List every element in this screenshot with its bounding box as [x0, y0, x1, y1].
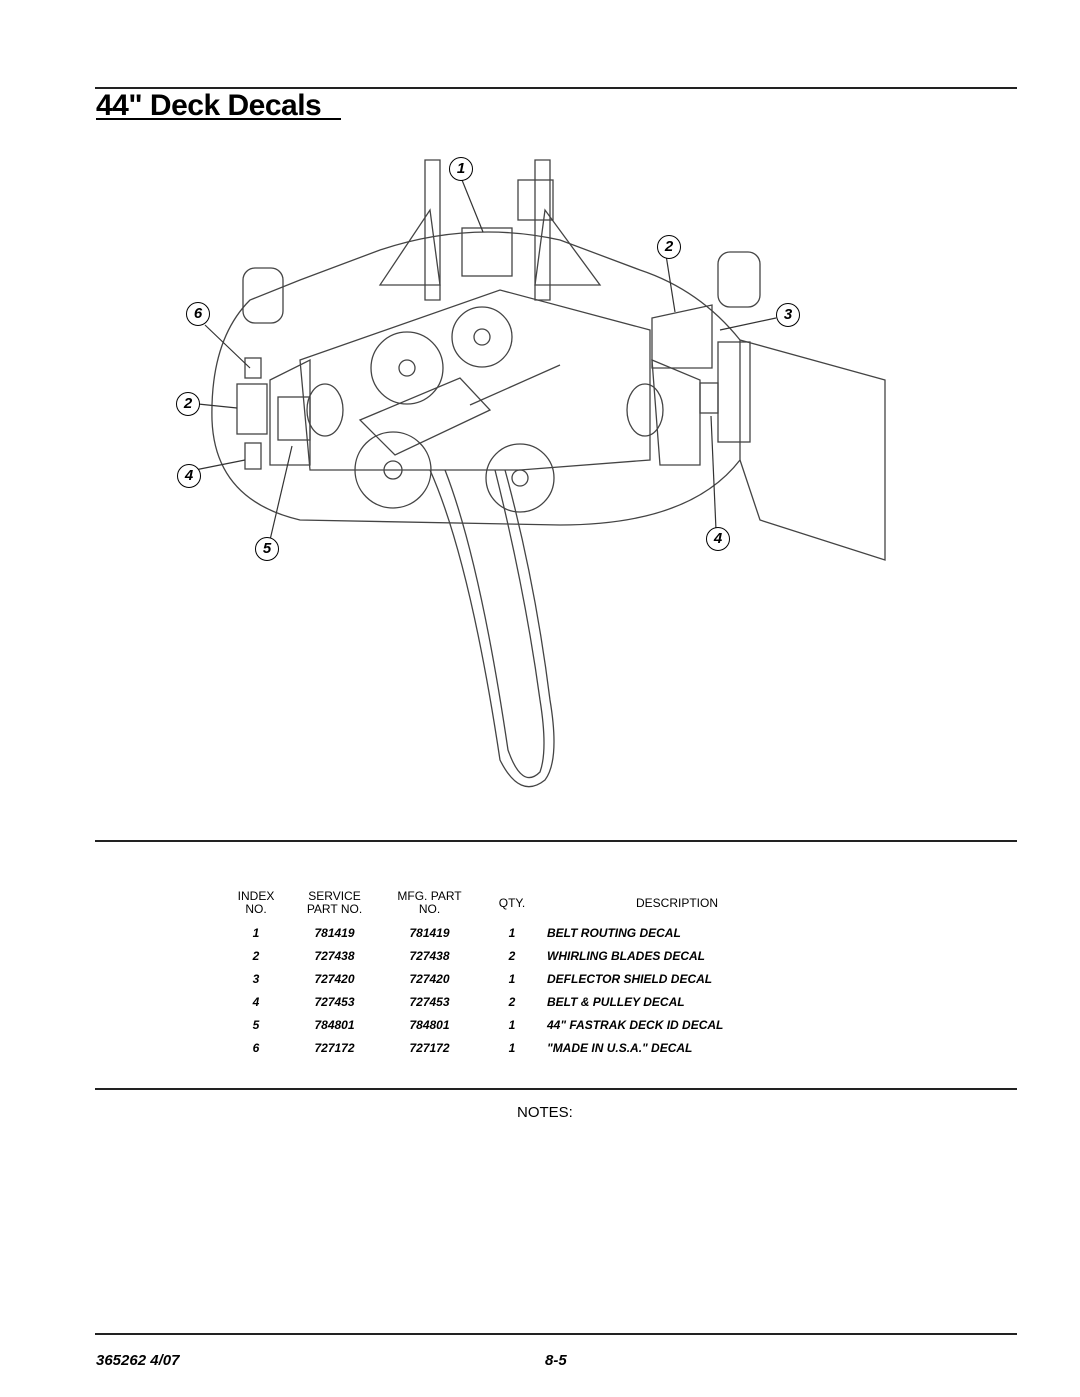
discharge-chute [739, 339, 886, 561]
header-description: DESCRIPTION [635, 895, 718, 910]
cell-mfg: 727420 [409, 971, 450, 986]
callout-1: 1 [449, 157, 473, 181]
cell-index: 5 [252, 1017, 260, 1032]
cell-qty: 1 [508, 971, 516, 986]
cell-mfg: 727438 [409, 948, 450, 963]
table-top-rule [95, 840, 1017, 842]
parts-table: INDEX NO. SERVICE PART NO. MFG. PART NO.… [225, 885, 807, 1059]
decal-1 [461, 227, 513, 277]
callout-5: 5 [255, 537, 279, 561]
deck-outline [211, 231, 741, 526]
left-shield [269, 358, 311, 466]
page-number: 8-5 [545, 1352, 567, 1369]
callout-3: 3 [776, 303, 800, 327]
right-shield [651, 358, 701, 466]
cell-service: 727438 [314, 948, 355, 963]
cell-service: 727420 [314, 971, 355, 986]
cell-mfg: 784801 [409, 1017, 450, 1032]
cell-description: WHIRLING BLADES DECAL [547, 948, 705, 963]
page-title: 44" Deck Decals [96, 89, 322, 122]
callout-2-right: 2 [657, 235, 681, 259]
cell-mfg: 727453 [409, 994, 450, 1009]
title-underline [96, 118, 341, 120]
footer-rule [95, 1333, 1017, 1335]
decal-4-left [244, 442, 262, 470]
spindle-left [306, 383, 344, 437]
cell-qty: 1 [508, 925, 516, 940]
callout-4-right: 4 [706, 527, 730, 551]
cell-description: "MADE IN U.S.A." DECAL [547, 1040, 693, 1055]
cell-description: BELT ROUTING DECAL [547, 925, 681, 940]
pulley-left-upper [370, 331, 444, 405]
cell-service: 727453 [314, 994, 355, 1009]
decal-5 [277, 396, 311, 441]
cell-qty: 2 [508, 994, 516, 1009]
table-row: 2 727438 727438 2 WHIRLING BLADES DECAL [225, 944, 807, 967]
header-mfg-part-no: MFG. PART NO. [397, 889, 462, 916]
cell-service: 784801 [314, 1017, 355, 1032]
doc-number: 365262 4/07 [96, 1352, 180, 1369]
table-row: 4 727453 727453 2 BELT & PULLEY DECAL [225, 990, 807, 1013]
table-row: 3 727420 727420 1 DEFLECTOR SHIELD DECAL [225, 967, 807, 990]
notes-label: NOTES: [517, 1104, 573, 1121]
cell-index: 6 [252, 1040, 260, 1055]
callout-4-left: 4 [177, 464, 201, 488]
callout-6: 6 [186, 302, 210, 326]
cell-mfg: 727172 [409, 1040, 450, 1055]
decal-6 [244, 357, 262, 379]
drive-belt [429, 469, 555, 788]
decal-4-right [699, 382, 719, 414]
pulley-left-lower [354, 431, 432, 509]
header-index: INDEX NO. [237, 889, 275, 916]
deck-decal-diagram [194, 159, 886, 788]
left-roller [242, 267, 284, 324]
cell-mfg: 781419 [409, 925, 450, 940]
callout-2-left: 2 [176, 392, 200, 416]
table-row: 1 781419 781419 1 BELT ROUTING DECAL [225, 921, 807, 944]
cell-description: 44" FASTRAK DECK ID DECAL [547, 1017, 724, 1032]
right-roller [717, 251, 761, 308]
table-bottom-rule [95, 1088, 1017, 1090]
cell-description: BELT & PULLEY DECAL [547, 994, 685, 1009]
parts-table-header: INDEX NO. SERVICE PART NO. MFG. PART NO.… [225, 885, 807, 921]
cell-service: 781419 [314, 925, 355, 940]
decal-2-right [651, 304, 713, 369]
header-service-part-no: SERVICE PART NO. [306, 889, 363, 916]
idler-top [451, 306, 513, 368]
table-row: 5 784801 784801 1 44" FASTRAK DECK ID DE… [225, 1013, 807, 1036]
cell-index: 3 [252, 971, 260, 986]
cell-index: 2 [252, 948, 260, 963]
cell-qty: 1 [508, 1040, 516, 1055]
cell-qty: 2 [508, 948, 516, 963]
cell-qty: 1 [508, 1017, 516, 1032]
table-row: 6 727172 727172 1 "MADE IN U.S.A." DECAL [225, 1036, 807, 1059]
decal-2-left [236, 383, 268, 435]
header-qty: QTY. [498, 895, 526, 910]
spindle-right [626, 383, 664, 437]
cell-description: DEFLECTOR SHIELD DECAL [547, 971, 713, 986]
top-rule [95, 87, 1017, 89]
cell-service: 727172 [314, 1040, 355, 1055]
pulley-right-lower [485, 443, 555, 513]
cell-index: 1 [252, 925, 260, 940]
cell-index: 4 [252, 994, 260, 1009]
